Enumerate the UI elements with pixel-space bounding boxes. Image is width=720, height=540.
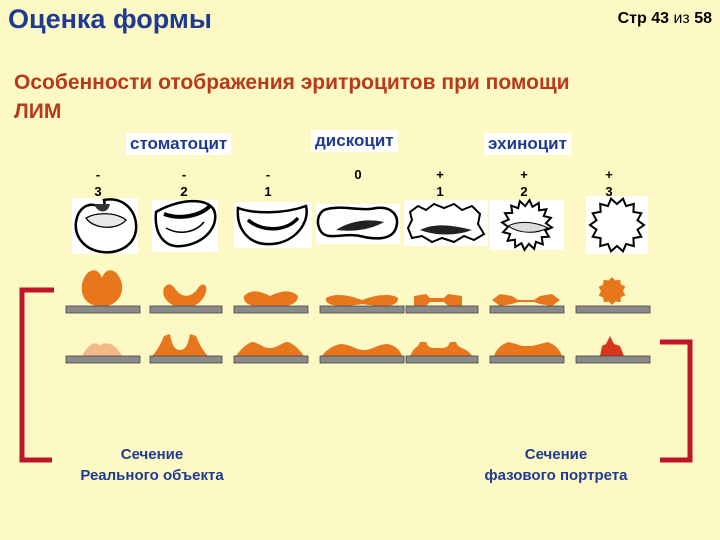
caption-real-line2: Реального объекта [80,467,224,484]
section-real-stomatocyte-2 [163,284,207,308]
cell-image-stomatocyte-3 [72,198,138,254]
page-total: 58 [694,10,712,27]
stage-sign: + [436,167,444,182]
stage-sign: + [605,167,613,182]
stage-label: + 3 [597,166,621,200]
section-phase-stomatocyte-3 [82,343,122,356]
stage-number: 2 [180,184,188,199]
section-phase-stomatocyte-1 [236,342,304,356]
section-real-echinocyte-3 [598,277,626,305]
stage-label: - 1 [256,166,280,200]
stage-label: + 1 [428,166,452,200]
stage-number: 0 [354,167,362,182]
support-bars-upper [65,305,651,314]
caption-phase-portrait: Сечение фазового портрета [464,444,648,486]
bracket-phase-portrait [660,339,693,463]
section-real-stomatocyte-3 [81,270,123,307]
cell-image-stomatocyte-1 [234,202,312,248]
label-stomatocyte: стоматоцит [126,133,232,155]
section-row-real-object [81,270,626,308]
cell-image-discocyte [316,204,400,244]
section-phase-echinocyte-3 [600,336,624,356]
caption-real-object: Сечение Реального объекта [60,444,244,486]
caption-phase-line2: фазового портрета [484,467,628,484]
label-discocyte: дискоцит [311,130,398,152]
page-current: 43 [651,10,670,27]
stage-number: 2 [520,184,528,199]
stage-sign: + [520,167,528,182]
label-echinocyte: эхиноцит [484,133,571,155]
stage-number: 1 [264,184,272,199]
stage-label: + 2 [512,166,536,200]
page-counter: Стр 43 из 58 [618,10,712,28]
stage-sign: - [265,167,271,182]
section-phase-echinocyte-1 [410,342,472,356]
bracket-real-object [19,287,54,463]
section-row-phase-portrait [82,334,624,356]
section-real-discocyte [325,294,398,306]
stage-sign: - [181,167,187,182]
section-phase-discocyte [322,344,402,356]
stage-number: 3 [605,184,613,199]
section-real-stomatocyte-1 [243,291,298,307]
caption-phase-line1: Сечение [524,446,588,463]
caption-real-line1: Сечение [120,446,184,463]
stage-label: - 2 [172,166,196,200]
stage-label: 0 [346,166,370,183]
stage-number: 3 [94,184,102,199]
stage-sign: - [95,167,101,182]
stage-number: 1 [436,184,444,199]
page-of: из [673,10,690,27]
cell-image-echinocyte-1 [404,200,488,246]
section-real-echinocyte-1 [414,294,462,306]
stage-label: - 3 [86,166,110,200]
section-phase-echinocyte-2 [494,342,562,356]
page-label: Стр [617,10,647,27]
cell-image-echinocyte-2 [490,198,564,252]
support-bars-lower [65,355,651,364]
cell-image-echinocyte-3 [586,196,648,254]
section-real-echinocyte-2 [492,294,560,306]
page-title: Оценка формы [8,4,212,34]
section-phase-stomatocyte-2 [152,334,208,356]
cell-image-stomatocyte-2 [152,199,218,252]
slide-subtitle: Особенности отображения эритроцитов при … [14,71,570,123]
